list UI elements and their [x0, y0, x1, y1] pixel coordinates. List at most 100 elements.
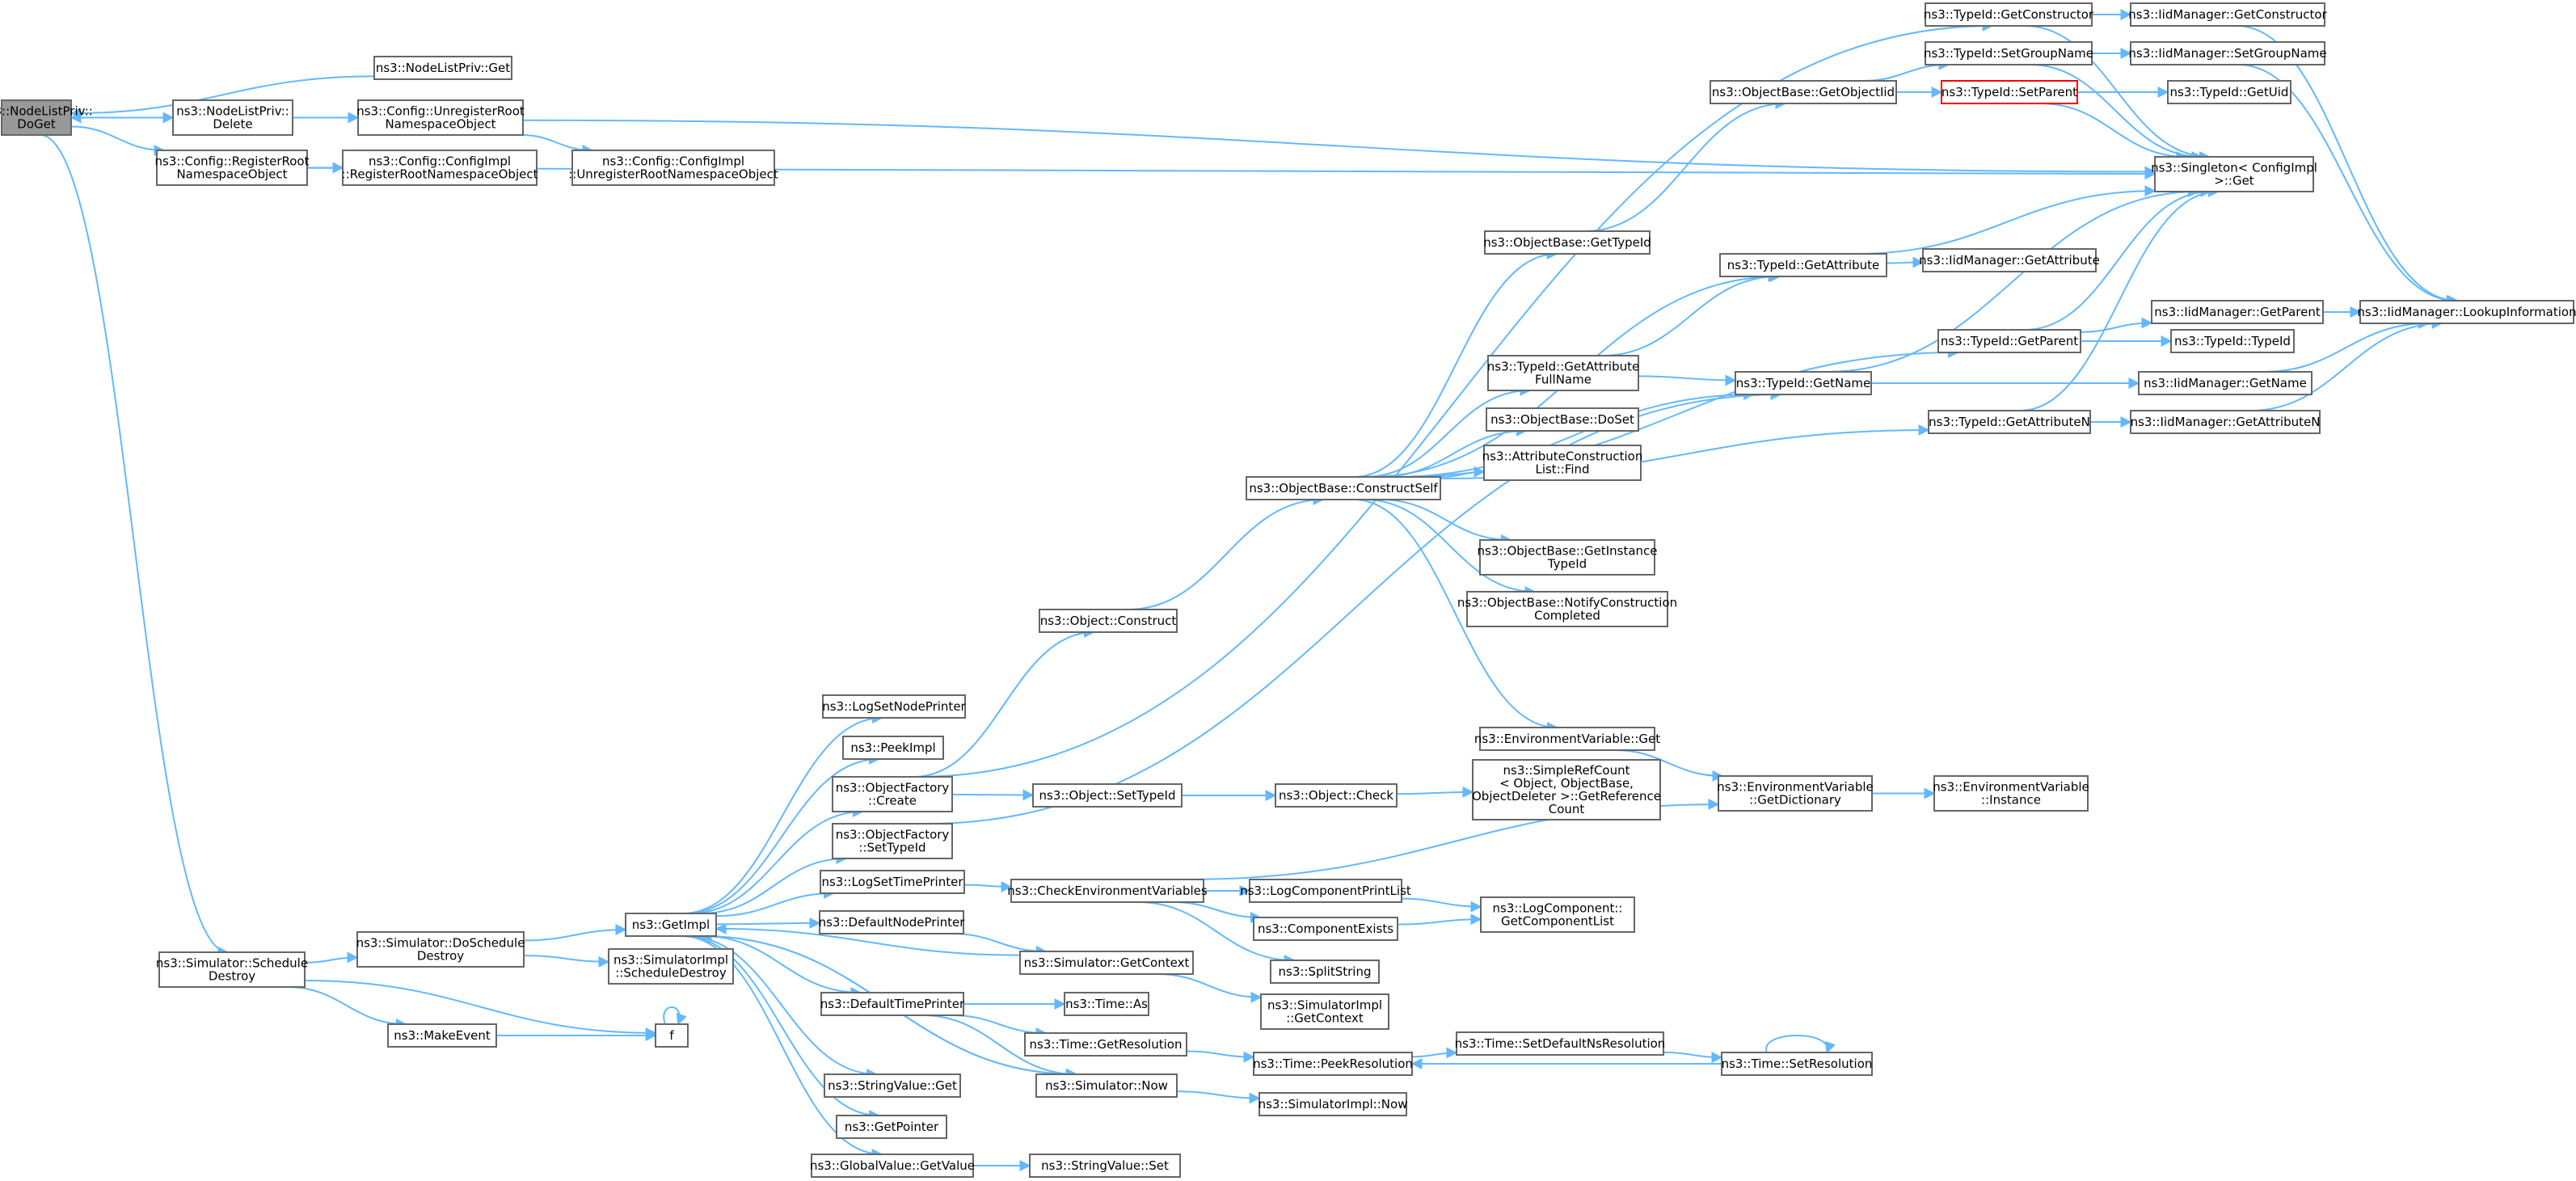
node-ob-constructself[interactable]: ns3::ObjectBase::ConstructSelf: [1246, 476, 1441, 500]
node-box: [1486, 407, 1639, 432]
node-label-line: ns3::TypeId::GetUid: [2170, 85, 2289, 99]
node-obj-check[interactable]: ns3::Object::Check: [1275, 783, 1398, 808]
node-tid-setparent[interactable]: ns3::TypeId::SetParent: [1941, 80, 2078, 104]
node-logsetnode[interactable]: ns3::LogSetNodePrinter: [822, 694, 967, 719]
node-impl-reg[interactable]: ns3::Config::ConfigImpl::RegisterRootNam…: [342, 150, 538, 186]
node-time-setres[interactable]: ns3::Time::SetResolution: [1721, 1052, 1873, 1076]
node-simimpl-sd[interactable]: ns3::SimulatorImpl::ScheduleDestroy: [608, 948, 734, 985]
node-ob-notify[interactable]: ns3::ObjectBase::NotifyConstructionCompl…: [1457, 591, 1677, 627]
node-f[interactable]: f: [655, 1023, 689, 1048]
node-box: [1472, 759, 1661, 820]
node-box: [1718, 775, 1873, 812]
node-label-line: ::SetTypeId: [858, 841, 925, 855]
node-strval-get[interactable]: ns3::StringValue::Get: [824, 1073, 961, 1098]
node-tid-getctor[interactable]: ns3::TypeId::GetConstructor: [1924, 2, 2094, 27]
node-label-line: ::RegisterRootNamespaceObject: [342, 167, 538, 182]
node-env-instance[interactable]: ns3::EnvironmentVariable::Instance: [1933, 775, 2089, 812]
node-label-line: ns3::GetPointer: [845, 1120, 939, 1134]
node-label-line: ns3::Time::SetDefaultNsResolution: [1455, 1036, 1666, 1051]
node-iid-getparent[interactable]: ns3::IidManager::GetParent: [2151, 300, 2324, 324]
node-getimpl[interactable]: ns3::GetImpl: [625, 913, 717, 937]
node-sim-sched[interactable]: ns3::Simulator::ScheduleDestroy: [156, 951, 308, 988]
node-box: [1032, 783, 1183, 808]
edge-sim-now-to-simimpl-now: [1176, 1090, 1261, 1104]
node-logcompprint[interactable]: ns3::LogComponentPrintList: [1240, 879, 1411, 903]
edge-getimpl-to-defnodeprinter: [715, 917, 821, 929]
node-deftimeprinter[interactable]: ns3::DefaultTimePrinter: [820, 992, 965, 1016]
node-iid-lookup[interactable]: ns3::IidManager::LookupInformation: [2357, 300, 2576, 324]
node-time-getres[interactable]: ns3::Time::GetResolution: [1024, 1032, 1187, 1057]
node-box: [1, 99, 72, 136]
node-gv-getvalue[interactable]: ns3::GlobalValue::GetValue: [810, 1154, 975, 1178]
node-box: [1483, 445, 1642, 481]
node-tid-typeid[interactable]: ns3::TypeId::TypeId: [2170, 329, 2295, 353]
node-sim-now[interactable]: ns3::Simulator::Now: [1035, 1073, 1178, 1098]
node-simimpl-getctx[interactable]: ns3::SimulatorImpl::GetContext: [1260, 993, 1389, 1030]
node-compexists[interactable]: ns3::ComponentExists: [1253, 917, 1398, 941]
node-tid-getname[interactable]: ns3::TypeId::GetName: [1735, 371, 1872, 395]
node-nlp-get[interactable]: ns3::NodeListPriv::Get: [373, 56, 512, 80]
node-tid-getparent[interactable]: ns3::TypeId::GetParent: [1937, 329, 2081, 353]
node-cfg-reg[interactable]: ns3::Config::RegisterRootNamespaceObject: [155, 150, 310, 186]
node-obj-construct[interactable]: ns3::Object::Construct: [1039, 609, 1178, 633]
edge-ob-constructself-to-tid-getname: [1393, 389, 1756, 478]
edge-iid-getname-to-iid-lookup: [2263, 318, 2430, 373]
node-tid-getattrn[interactable]: ns3::TypeId::GetAttributeN: [1928, 410, 2091, 434]
node-splitstring[interactable]: ns3::SplitString: [1270, 960, 1380, 984]
node-logsettime[interactable]: ns3::LogSetTimePrinter: [820, 870, 965, 894]
node-logcomp-getlist[interactable]: ns3::LogComponent::GetComponentList: [1480, 896, 1635, 933]
edge-time-peekres-to-time-setdefres: [1411, 1047, 1458, 1059]
node-iid-getattrn[interactable]: ns3::IidManager::GetAttributeN: [2130, 410, 2321, 434]
node-iid-getctor[interactable]: ns3::IidManager::GetConstructor: [2128, 2, 2328, 27]
node-env-get[interactable]: ns3::EnvironmentVariable::Get: [1474, 727, 1660, 751]
node-strval-set[interactable]: ns3::StringValue::Set: [1029, 1154, 1181, 1178]
node-time-peekres[interactable]: ns3::Time::PeekResolution: [1253, 1052, 1413, 1076]
node-label-line: ns3::IidManager::GetAttributeN: [2131, 415, 2321, 429]
node-peekimpl[interactable]: ns3::PeekImpl: [842, 736, 944, 760]
node-tid-getattr[interactable]: ns3::TypeId::GetAttribute: [1719, 253, 1887, 277]
node-sim-getctx[interactable]: ns3::Simulator::GetContext: [1019, 951, 1194, 975]
node-impl-unreg[interactable]: ns3::Config::ConfigImpl::UnregisterRootN…: [568, 150, 778, 186]
node-box: [1719, 253, 1887, 277]
node-label-line: ns3::Simulator::GetContext: [1024, 955, 1190, 970]
node-ob-getobjectiid[interactable]: ns3::ObjectBase::GetObjectIid: [1710, 80, 1897, 104]
node-env-getdict[interactable]: ns3::EnvironmentVariable::GetDictionary: [1717, 775, 1874, 812]
node-defnodeprinter[interactable]: ns3::DefaultNodePrinter: [819, 910, 966, 934]
node-label-line: ::UnregisterRootNamespaceObject: [568, 167, 778, 182]
node-ob-gettypeid[interactable]: ns3::ObjectBase::GetTypeId: [1483, 230, 1651, 255]
node-label-line: ns3::SimulatorImpl: [613, 953, 728, 968]
node-ob-doset[interactable]: ns3::ObjectBase::DoSet: [1486, 407, 1639, 432]
node-makeevent[interactable]: ns3::MakeEvent: [387, 1023, 497, 1048]
node-singleton[interactable]: ns3::Singleton< ConfigImpl>::Get: [2151, 156, 2317, 192]
node-obj-settypeid[interactable]: ns3::Object::SetTypeId: [1032, 783, 1183, 808]
node-of-settypeid[interactable]: ns3::ObjectFactory::SetTypeId: [832, 823, 953, 859]
node-label-line: Destroy: [417, 949, 464, 964]
edge-f-to-f: [663, 1006, 687, 1026]
node-box: [387, 1023, 497, 1048]
node-srcount[interactable]: ns3::SimpleRefCount< Object, ObjectBase,…: [1472, 759, 1661, 820]
node-cfg-unreg[interactable]: ns3::Config::UnregisterRootNamespaceObje…: [356, 99, 525, 136]
node-tid-getuid[interactable]: ns3::TypeId::GetUid: [2167, 80, 2291, 104]
node-doget[interactable]: ns3::NodeListPriv::DoGet: [0, 99, 93, 136]
node-of-create[interactable]: ns3::ObjectFactory::Create: [832, 776, 953, 812]
node-label-line: TypeId: [1547, 557, 1587, 572]
node-iid-getname[interactable]: ns3::IidManager::GetName: [2138, 371, 2312, 395]
node-iid-getattr[interactable]: ns3::IidManager::GetAttribute: [1919, 248, 2100, 272]
node-nlp-delete[interactable]: ns3::NodeListPriv::Delete: [172, 99, 293, 136]
edge-checkenv-to-compexists: [1172, 901, 1262, 923]
node-time-as[interactable]: ns3::Time::As: [1064, 992, 1149, 1016]
node-getpointer[interactable]: ns3::GetPointer: [836, 1115, 947, 1139]
node-tid-setgroup[interactable]: ns3::TypeId::SetGroupName: [1924, 41, 2093, 65]
node-simimpl-now[interactable]: ns3::SimulatorImpl::Now: [1258, 1092, 1408, 1116]
node-time-setdefres[interactable]: ns3::Time::SetDefaultNsResolution: [1455, 1031, 1666, 1056]
node-label-line: ns3::Config::ConfigImpl: [602, 154, 744, 169]
node-label-line: ns3::Config::UnregisterRoot: [356, 104, 525, 119]
node-label-line: ns3::GlobalValue::GetValue: [810, 1158, 975, 1173]
node-label-line: ns3::SimulatorImpl: [1267, 998, 1382, 1013]
node-checkenv[interactable]: ns3::CheckEnvironmentVariables: [1007, 879, 1208, 903]
node-iid-setgroup[interactable]: ns3::IidManager::SetGroupName: [2128, 41, 2327, 65]
